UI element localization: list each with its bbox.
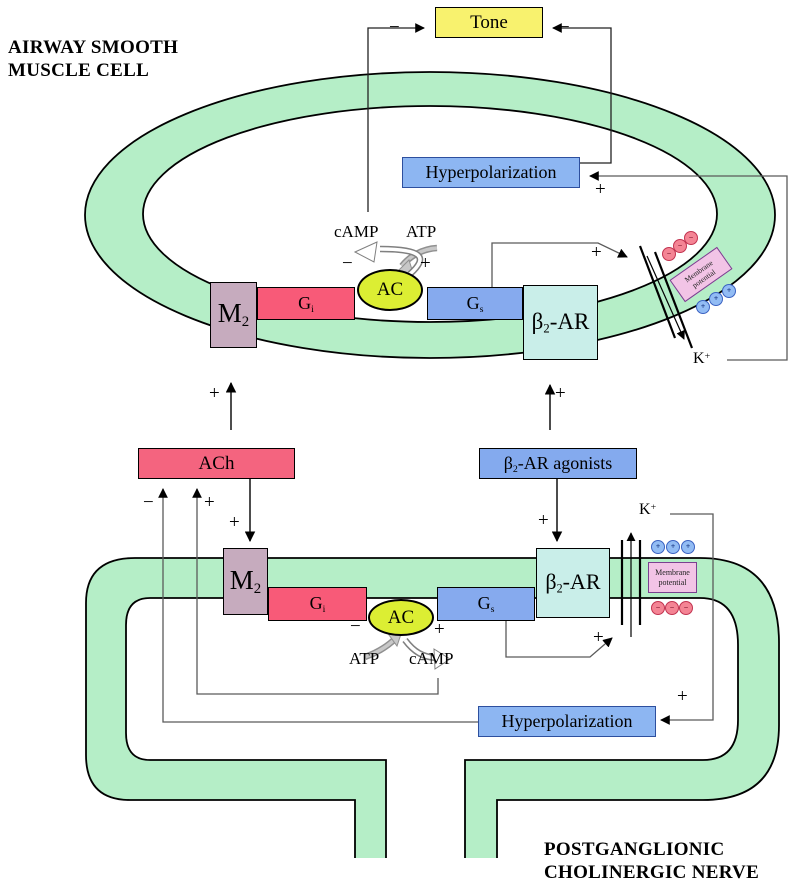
cell-title-line2: MUSCLE CELL bbox=[8, 60, 150, 81]
ach-label: ACh bbox=[198, 452, 235, 474]
hyperpolarization-to-tone-line bbox=[552, 23, 612, 164]
b2ar-receptor-nerve: β2-AR bbox=[536, 548, 610, 618]
sign-ac-inhibit-cell: − bbox=[342, 253, 353, 274]
gs-protein-nerve: Gs bbox=[437, 587, 535, 621]
nerve-title: POSTGANGLIONIC CHOLINERGIC NERVE bbox=[544, 838, 759, 884]
sign-camp-ach: + bbox=[204, 492, 215, 513]
m2-label: M2 bbox=[217, 298, 250, 331]
camp-to-ach-line bbox=[192, 488, 439, 695]
sign-ach-m2-nerve: + bbox=[229, 512, 240, 533]
adenylyl-cyclase-cell: AC bbox=[357, 269, 423, 311]
adenylyl-cyclase-nerve: AC bbox=[368, 599, 434, 636]
b2ar-label: β2-AR bbox=[545, 569, 601, 596]
ac-to-camp-arrowhead bbox=[433, 648, 451, 670]
membrane-potential-tag-nerve: Membrane potential bbox=[648, 562, 697, 593]
sign-ac-inhibit-nerve: − bbox=[350, 616, 361, 637]
ac-label: AC bbox=[376, 279, 404, 300]
camp-label-nerve: cAMP bbox=[409, 649, 454, 668]
m2-label: M2 bbox=[229, 564, 262, 598]
sign-tone-left: − bbox=[389, 17, 400, 38]
sign-ac-activate-cell: + bbox=[420, 253, 431, 274]
b2ar-label: β2-AR bbox=[531, 308, 590, 336]
b2ar-receptor-cell: β2-AR bbox=[523, 285, 598, 360]
tone-box: Tone bbox=[435, 7, 543, 38]
gs-label: Gs bbox=[466, 292, 484, 315]
negative-ion: − bbox=[651, 601, 665, 615]
camp-label-cell: cAMP bbox=[334, 222, 379, 241]
positive-ion: + bbox=[709, 292, 723, 306]
hyperpolarization-to-ach-line bbox=[158, 488, 478, 723]
b2-agonists-label: β2-AR agonists bbox=[503, 452, 613, 475]
sign-hyperpol-ach: − bbox=[143, 492, 154, 513]
m2-receptor-cell: M2 bbox=[210, 282, 257, 348]
b2-agonists-box: β2-AR agonists bbox=[479, 448, 637, 479]
k-ion-label-nerve: K+ bbox=[639, 501, 657, 518]
nerve-title-line2: CHOLINERGIC NERVE bbox=[544, 862, 760, 883]
hyperpolarization-label: Hyperpolarization bbox=[425, 162, 557, 182]
gi-label: Gi bbox=[309, 593, 326, 615]
k-channel-wall bbox=[653, 251, 694, 349]
gs-label: Gs bbox=[477, 593, 495, 615]
upper-cell-lines bbox=[225, 23, 788, 430]
k-ion-label-cell: K+ bbox=[693, 350, 711, 367]
sign-gs-channel-nerve: + bbox=[593, 627, 604, 648]
k-channel-wall bbox=[638, 245, 677, 339]
negative-ion: − bbox=[673, 239, 687, 253]
sign-agonist-b2ar-nerve: + bbox=[538, 510, 549, 531]
atp-label-cell: ATP bbox=[406, 222, 437, 241]
positive-ion: + bbox=[681, 540, 695, 554]
sign-ach-m2-cell: + bbox=[209, 383, 220, 404]
tone-label: Tone bbox=[470, 11, 508, 33]
ac-to-camp-arrowhead bbox=[353, 241, 378, 263]
hyperpolarization-label: Hyperpolarization bbox=[501, 711, 633, 731]
atp-label-nerve: ATP bbox=[349, 649, 380, 668]
negative-ion: − bbox=[665, 601, 679, 615]
gi-label: Gi bbox=[298, 292, 314, 315]
hyperpolarization-box-nerve: Hyperpolarization bbox=[478, 706, 656, 737]
negative-ion: − bbox=[662, 247, 676, 261]
gs-to-channel-line bbox=[491, 242, 628, 287]
sign-k-hyperpol-cell: + bbox=[595, 179, 606, 200]
sign-ac-activate-nerve: + bbox=[434, 619, 445, 640]
cell-title-line1: AIRWAY SMOOTH bbox=[8, 37, 179, 58]
sign-agonist-b2ar-cell: + bbox=[555, 383, 566, 404]
positive-ion: + bbox=[666, 540, 680, 554]
sign-k-hyperpol-nerve: + bbox=[677, 686, 688, 707]
negative-ion: − bbox=[684, 231, 698, 245]
cell-title: AIRWAY SMOOTH MUSCLE CELL bbox=[8, 36, 178, 82]
m2-receptor-nerve: M2 bbox=[223, 548, 268, 615]
middle-lines bbox=[158, 479, 563, 723]
camp-to-tone-line bbox=[367, 23, 425, 212]
gs-to-channel-line bbox=[505, 621, 613, 658]
k-efflux-arrow bbox=[646, 255, 685, 340]
positive-ion: + bbox=[696, 300, 710, 314]
positive-ion: + bbox=[722, 284, 736, 298]
gs-protein-cell: Gs bbox=[427, 287, 523, 320]
gi-protein-cell: Gi bbox=[257, 287, 355, 320]
nerve-title-line1: POSTGANGLIONIC bbox=[544, 839, 725, 860]
k-to-hyperpolarization-line bbox=[660, 513, 714, 725]
sign-tone-right: − bbox=[559, 17, 570, 38]
k-to-hyperpolarization-line bbox=[589, 171, 788, 361]
positive-ion: + bbox=[651, 540, 665, 554]
sign-gs-channel-cell: + bbox=[591, 242, 602, 263]
gi-protein-nerve: Gi bbox=[268, 587, 367, 621]
ac-label: AC bbox=[387, 606, 415, 628]
negative-ion: − bbox=[679, 601, 693, 615]
ach-box: ACh bbox=[138, 448, 295, 479]
nerve-lines bbox=[505, 513, 714, 725]
hyperpolarization-box-cell: Hyperpolarization bbox=[402, 157, 580, 188]
nerve-membrane bbox=[85, 557, 780, 858]
